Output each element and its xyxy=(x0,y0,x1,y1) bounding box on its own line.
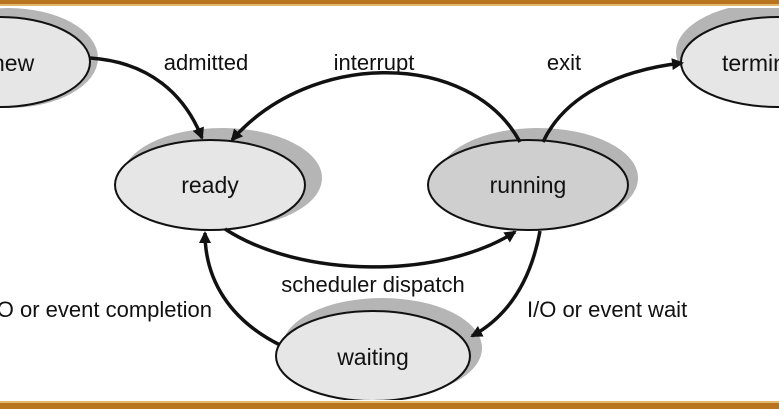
top-border xyxy=(0,0,779,4)
io-event-wait-arrow xyxy=(470,230,542,338)
ready-state-label: ready xyxy=(181,172,239,198)
new-state-label: new xyxy=(0,50,35,76)
exit-label: exit xyxy=(547,50,581,75)
new-state xyxy=(0,16,91,108)
scheduler-dispatch-arrow xyxy=(224,227,517,269)
exit-arrow xyxy=(541,58,684,143)
waiting-state xyxy=(275,310,471,400)
top-border-inner xyxy=(0,4,779,6)
running-state xyxy=(427,139,629,231)
io-event-completion-arrow xyxy=(199,231,281,347)
waiting-state-label: waiting xyxy=(336,344,409,370)
ready-state xyxy=(114,139,306,231)
running-state-label: running xyxy=(490,172,567,198)
interrupt-arrow xyxy=(230,71,522,143)
bottom-border-inner xyxy=(0,401,779,403)
io-event-wait-label: I/O or event wait xyxy=(527,297,687,322)
scheduler-dispatch-label: scheduler dispatch xyxy=(281,272,464,297)
terminated-state-label: terminated xyxy=(722,50,779,76)
bottom-border xyxy=(0,403,779,409)
io-event-completion-label: I/O or event completion xyxy=(0,297,212,322)
admitted-label: admitted xyxy=(164,50,248,75)
interrupt-label: interrupt xyxy=(334,50,415,75)
admitted-arrow xyxy=(89,56,204,140)
